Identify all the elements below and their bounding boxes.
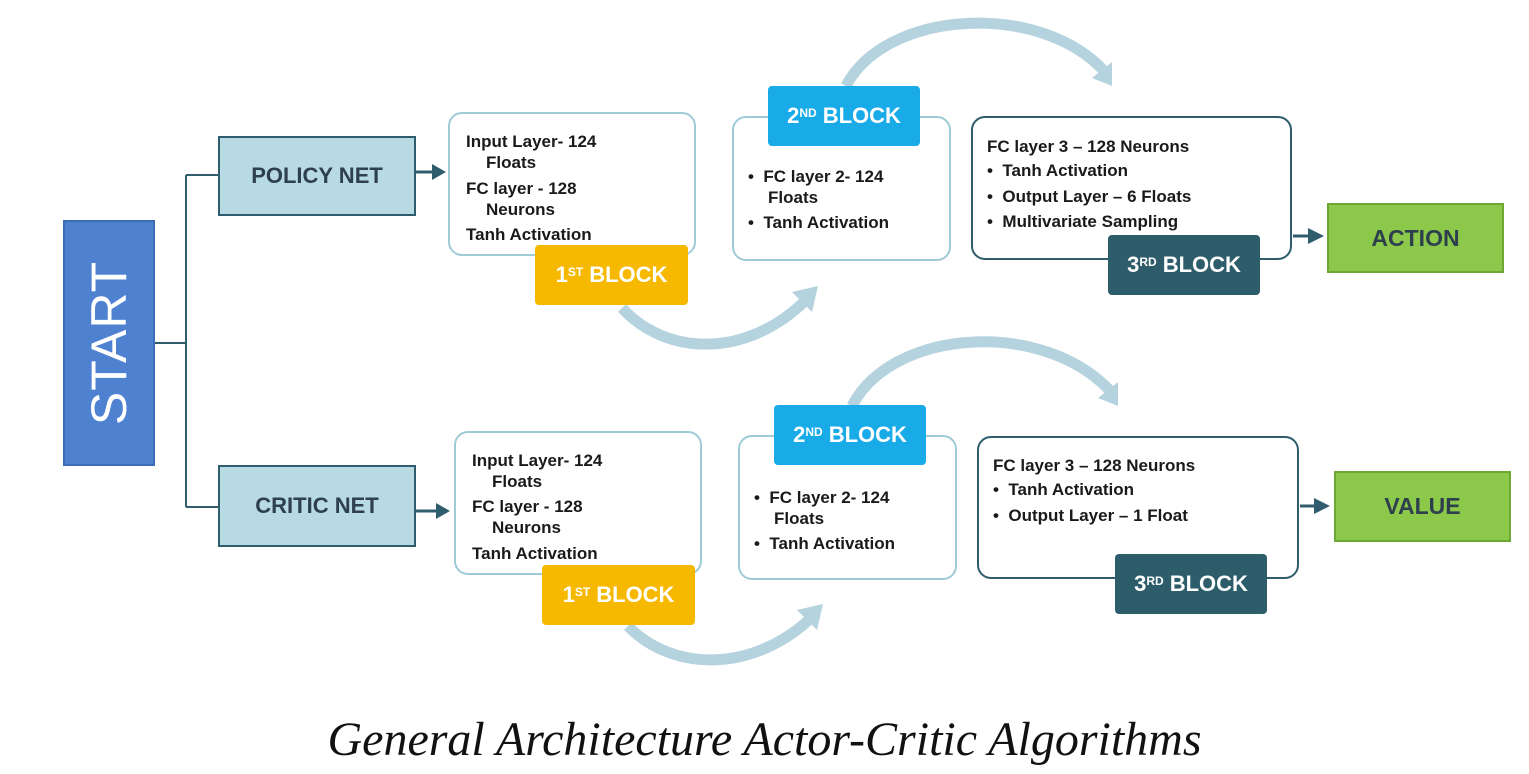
- critic-block1-line-5: Tanh Activation: [472, 544, 598, 563]
- start-node: START: [63, 220, 155, 466]
- policy-block1-line-2: Floats: [486, 153, 537, 172]
- policy-block2-bullet-1b: Floats: [768, 188, 819, 207]
- connectors: [155, 17, 1330, 666]
- policy-block1-line-5: Tanh Activation: [466, 225, 592, 244]
- policy-block1-to-block2-curve: [617, 296, 810, 350]
- critic-block3-tag-sup: RD: [1146, 574, 1164, 588]
- critic-block1-line-2: Floats: [492, 472, 543, 491]
- critic-block2-bullet-2: • Tanh Activation: [754, 534, 896, 553]
- action-output-label: ACTION: [1371, 224, 1460, 251]
- policy-block1-line-4: Neurons: [486, 200, 555, 219]
- policy-block1-line-1: Input Layer- 124: [466, 132, 597, 151]
- policy-block3-bullet-2: • Output Layer – 6 Floats: [987, 187, 1192, 206]
- value-output-box: VALUE: [1334, 471, 1511, 542]
- critic-block1-box: Input Layer- 124 Floats FC layer - 128 N…: [454, 431, 702, 575]
- policy-block3-header: FC layer 3 – 128 Neurons: [987, 137, 1190, 156]
- start-label: START: [81, 260, 137, 426]
- policy-block2-tag-sup: ND: [799, 106, 817, 120]
- critic-block3-bullet-2-text: Output Layer – 1 Float: [1008, 506, 1188, 525]
- critic-block1-line-3: FC layer - 128: [472, 497, 583, 516]
- critic-block3-bullet-1: • Tanh Activation: [993, 480, 1135, 499]
- critic-block2-bullet-1b: Floats: [774, 509, 825, 528]
- start-bracket: [155, 174, 218, 508]
- policy-block3-bullet-3-text: Multivariate Sampling: [1002, 212, 1179, 231]
- policy-block3-bullet-2-text: Output Layer – 6 Floats: [1002, 187, 1192, 206]
- critic-block2-tag-sup: ND: [805, 425, 823, 439]
- critic-block1-tag-sup: ST: [574, 585, 591, 599]
- critic-block2-to-block3-curve: [847, 336, 1117, 409]
- policy-block1-tag-sup: ST: [567, 265, 584, 279]
- policy-block3-bullet-3: • Multivariate Sampling: [987, 212, 1179, 231]
- policy-net-box: POLICY NET: [218, 136, 416, 216]
- policy-block2-bullet-1: • FC layer 2- 124: [748, 167, 884, 186]
- policy-block2-tag-text: BLOCK: [822, 103, 901, 128]
- critic-net-label: CRITIC NET: [255, 493, 379, 518]
- critic-block3-tag-num: 3: [1134, 571, 1147, 596]
- action-output-box: ACTION: [1327, 203, 1504, 273]
- policy-block2-tag-num: 2: [787, 103, 800, 128]
- critic-block3-header: FC layer 3 – 128 Neurons: [993, 456, 1196, 475]
- critic-block1-line-1: Input Layer- 124: [472, 451, 603, 470]
- policy-block2-bullet-2-text: Tanh Activation: [763, 213, 890, 232]
- policy-block2-bullet-1a: FC layer 2- 124: [763, 167, 884, 186]
- critic-block3-bullet-1-text: Tanh Activation: [1008, 480, 1135, 499]
- policy-block1-line-3: FC layer - 128: [466, 179, 577, 198]
- policy-block3-bullet-1-text: Tanh Activation: [1002, 161, 1129, 180]
- value-output-label: VALUE: [1384, 493, 1461, 519]
- policy-block3-tag-text: BLOCK: [1162, 252, 1241, 277]
- policy-net-label: POLICY NET: [251, 163, 383, 188]
- policy-block3-tag-sup: RD: [1139, 255, 1157, 269]
- policy-block3-bullet-1: • Tanh Activation: [987, 161, 1129, 180]
- critic-block2-tag-num: 2: [793, 422, 806, 447]
- policy-block1-box: Input Layer- 124 Floats FC layer - 128 N…: [448, 112, 696, 256]
- critic-block2-tag-text: BLOCK: [828, 422, 907, 447]
- critic-block2-bullet-1: • FC layer 2- 124: [754, 488, 890, 507]
- critic-block1-to-block2-curve: [624, 613, 815, 666]
- policy-block1-tag-text: BLOCK: [589, 262, 668, 287]
- policy-block2-to-block3-curve: [841, 17, 1110, 89]
- critic-block2-bullet-2-text: Tanh Activation: [769, 534, 896, 553]
- critic-block1-tag-num: 1: [562, 582, 575, 607]
- figure-caption: General Architecture Actor-Critic Algori…: [327, 713, 1202, 766]
- critic-block1-line-4: Neurons: [492, 518, 561, 537]
- policy-block2-bullet-2: • Tanh Activation: [748, 213, 890, 232]
- policy-block1-tag-num: 1: [555, 262, 568, 287]
- critic-net-box: CRITIC NET: [218, 465, 416, 547]
- policy-block3-tag-num: 3: [1127, 252, 1140, 277]
- critic-block3-bullet-2: • Output Layer – 1 Float: [993, 506, 1188, 525]
- critic-block2-bullet-1a: FC layer 2- 124: [769, 488, 890, 507]
- critic-block1-tag-text: BLOCK: [596, 582, 675, 607]
- critic-block3-tag-text: BLOCK: [1169, 571, 1248, 596]
